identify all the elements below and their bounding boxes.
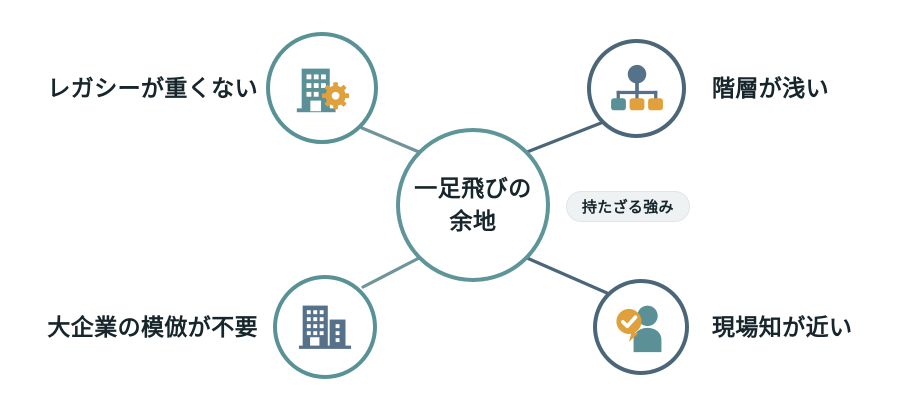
status-badge: 持たざる強み bbox=[566, 191, 690, 222]
connector-center-to-top-right bbox=[525, 121, 603, 154]
node-legacy-label: レガシーが重くない bbox=[47, 75, 258, 101]
status-badge-label: 持たざる強み bbox=[582, 199, 674, 216]
connector-center-to-top-left bbox=[360, 126, 421, 154]
buildings-icon bbox=[296, 300, 354, 354]
center-node-label: 一足飛びの 余地 bbox=[414, 175, 532, 234]
node-hierarchy-label: 階層が浅い bbox=[712, 75, 829, 101]
node-hierarchy[interactable] bbox=[587, 39, 686, 138]
node-imitation[interactable] bbox=[273, 275, 377, 379]
connector-center-to-bottom-right bbox=[525, 256, 609, 295]
node-legacy[interactable] bbox=[266, 32, 378, 144]
center-node[interactable]: 一足飛びの 余地 bbox=[396, 128, 550, 282]
node-field-knowledge[interactable] bbox=[593, 279, 689, 375]
org-chart-icon bbox=[609, 64, 665, 114]
person-check-bubble-icon bbox=[613, 301, 669, 353]
node-field-knowledge-label: 現場知が近い bbox=[712, 314, 853, 340]
building-gear-icon bbox=[291, 57, 353, 119]
connector-center-to-bottom-left bbox=[361, 256, 421, 289]
node-imitation-label: 大企業の模倣が不要 bbox=[47, 314, 258, 340]
